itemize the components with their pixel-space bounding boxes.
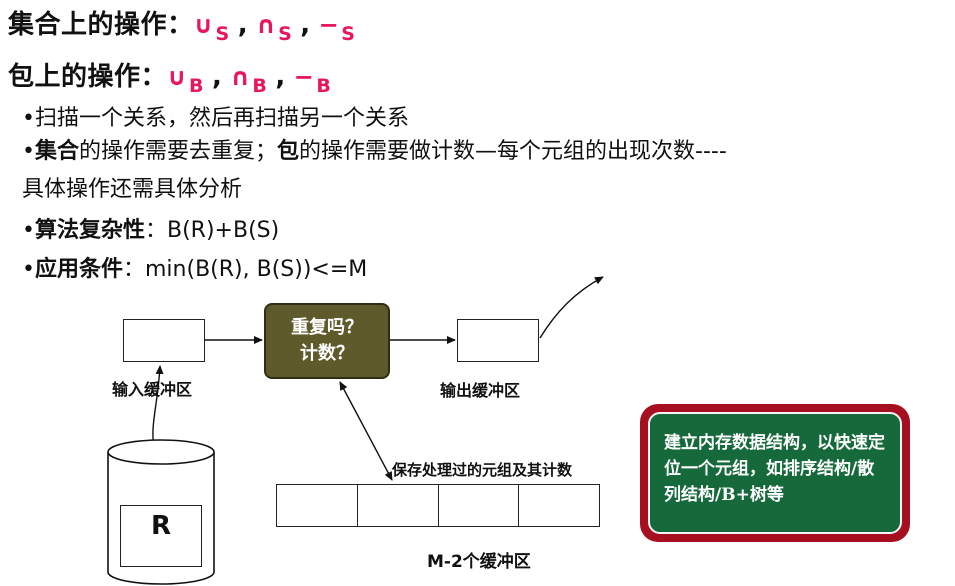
separator: ,	[212, 62, 223, 92]
note-callout: 建立内存数据结构，以快速定位一个元组，如排序结构/散列结构/B+树等	[640, 404, 910, 542]
arrow-output-out	[539, 276, 604, 339]
intersect-subscript: B	[252, 75, 268, 97]
minus-symbol: −	[318, 11, 340, 39]
union-symbol: ∪	[193, 11, 214, 39]
heading-bag-operations: 包上的操作：∪B,∩B,−B	[8, 56, 331, 97]
output-buffer-box	[457, 319, 539, 362]
relation-label: R	[150, 511, 172, 541]
condition-label: 应用条件	[34, 257, 123, 282]
union-subscript: B	[189, 75, 204, 97]
input-buffer-box	[123, 319, 205, 362]
heading-bag-title: 包上的操作：	[8, 62, 168, 92]
bullet-condition: •应用条件：min(B(R), B(S))<=M	[22, 257, 368, 282]
bullet-set-vs-bag: •集合的操作需要去重复；包的操作需要做计数—每个元组的出现次数----	[22, 139, 727, 164]
buffer-cell	[358, 485, 439, 526]
bullet-continuation: 具体操作还需具体分析	[22, 177, 243, 202]
bullet-bold-set: 集合	[34, 139, 79, 164]
condition-value: ：min(B(R), B(S))<=M	[123, 257, 368, 282]
buffer-cell	[519, 485, 599, 526]
buffer-cell	[277, 485, 358, 526]
heading-set-title: 集合上的操作：	[8, 10, 194, 40]
decision-box: 重复吗？ 计数？	[264, 303, 390, 379]
relation-r-box: R	[120, 505, 202, 567]
complexity-value: ：B(R)+B(S)	[145, 218, 280, 243]
separator: ,	[275, 62, 286, 92]
separator: ,	[237, 10, 249, 40]
bag-operators: ∪B,∩B,−B	[167, 62, 331, 97]
decision-line-1: 重复吗？	[291, 317, 363, 338]
bullet-text: 的操作需要去重复；	[79, 139, 278, 164]
minus-subscript: B	[316, 75, 332, 97]
bullet-text: 的操作需要做计数—每个元组的出现次数----	[299, 139, 727, 164]
heading-set-operations: 集合上的操作：∪S,∩S,−S	[8, 4, 356, 45]
bullet-scan: •扫描一个关系，然后再扫描另一个关系	[22, 106, 409, 131]
complexity-label: 算法复杂性	[34, 218, 145, 243]
output-buffer-label: 输出缓冲区	[440, 381, 521, 400]
intersect-symbol: ∩	[230, 63, 251, 91]
union-subscript: S	[215, 23, 230, 45]
buffers-label: M-2个缓冲区	[427, 552, 531, 572]
arrow-decision-memory	[339, 381, 393, 481]
minus-subscript: S	[341, 23, 356, 45]
bullet-bold-bag: 包	[277, 139, 300, 164]
set-operators: ∪S,∩S,−S	[193, 10, 356, 45]
memory-buffers	[276, 484, 600, 527]
separator: ,	[300, 10, 311, 40]
intersect-symbol: ∩	[256, 11, 277, 39]
memory-description: 保存处理过的元组及其计数	[392, 461, 573, 479]
input-buffer-label: 输入缓冲区	[112, 380, 193, 399]
intersect-subscript: S	[278, 23, 293, 45]
decision-line-2: 计数？	[300, 343, 354, 364]
minus-symbol: −	[293, 63, 315, 91]
bullet-complexity: •算法复杂性：B(R)+B(S)	[22, 218, 280, 243]
union-symbol: ∪	[167, 63, 188, 91]
buffer-cell	[439, 485, 520, 526]
note-text: 建立内存数据结构，以快速定位一个元组，如排序结构/散列结构/B+树等	[648, 412, 902, 534]
